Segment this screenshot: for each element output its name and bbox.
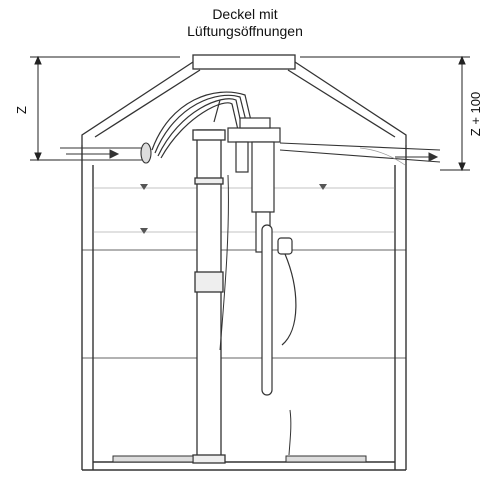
lid-cover (81, 54, 407, 145)
tank-wall (81, 145, 407, 471)
lid-label-line1: Deckel mit (212, 6, 278, 22)
dimension-z-plus-100-label: Z + 100 (468, 92, 483, 136)
outlet-pipe (279, 142, 441, 166)
inlet-pipe (60, 142, 152, 164)
lid-label-line2: Lüftungsöffnungen (187, 23, 303, 39)
main-riser-pipe (192, 129, 226, 464)
bottom-diffuser-left (112, 455, 194, 463)
hose-bundle (151, 91, 253, 159)
cable (219, 174, 292, 456)
pump-assembly (227, 117, 297, 396)
inlet-arrow (66, 149, 120, 159)
dimension-z-plus-100 (300, 55, 470, 172)
outlet-arrow (395, 152, 439, 162)
water-level-marker (140, 184, 327, 234)
lid-label: Deckel mit Lüftungsöffnungen (160, 6, 330, 40)
dimension-z (30, 55, 180, 162)
bottom-diffuser-right (285, 455, 367, 463)
dimension-z-label: Z (14, 106, 29, 114)
